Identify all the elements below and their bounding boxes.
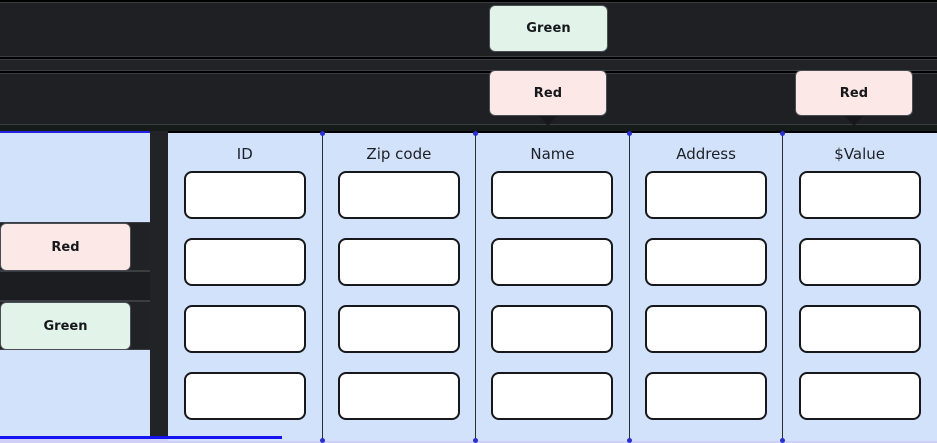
column-divider-handle-top[interactable]: [626, 131, 632, 136]
dark-stripe-row-4: [0, 125, 937, 131]
column-cells: [337, 171, 460, 420]
input-cell[interactable]: [798, 171, 921, 219]
input-cell[interactable]: [645, 238, 768, 286]
input-cell[interactable]: [337, 238, 460, 286]
tooltip-pointer-arrow-right: [845, 116, 863, 126]
form-table: ID Zip code Name: [168, 131, 937, 443]
column-id: ID: [168, 133, 322, 441]
column-value: $Value: [780, 131, 936, 443]
column-header: Name: [530, 145, 575, 163]
input-cell[interactable]: [491, 372, 614, 420]
tooltip-red-center[interactable]: Red: [489, 70, 607, 116]
input-cell[interactable]: [798, 372, 921, 420]
input-cell[interactable]: [645, 305, 768, 353]
tooltip-label: Green: [526, 21, 571, 36]
column-zip-code: Zip code: [319, 131, 476, 443]
tooltip-label: Red: [839, 85, 869, 101]
input-cell[interactable]: [337, 305, 460, 353]
left-panel-dark-row-2: [0, 271, 150, 301]
selection-underline: [0, 436, 282, 439]
column-address: Address: [626, 131, 783, 443]
tooltip-green-left[interactable]: Green: [0, 302, 131, 350]
tooltip-red-right[interactable]: Red: [795, 70, 913, 116]
dark-stripe-row-2: [0, 59, 937, 71]
column-cells: [183, 171, 306, 420]
column-divider-handle-top[interactable]: [780, 131, 786, 136]
column-divider-handle-bottom[interactable]: [626, 438, 632, 443]
input-cell[interactable]: [183, 305, 306, 353]
tooltip-green-top[interactable]: Green: [489, 5, 608, 52]
column-divider-handle-top[interactable]: [473, 131, 479, 136]
dark-stripe-row-3: [0, 73, 937, 125]
input-cell[interactable]: [183, 372, 306, 420]
vertical-gutter[interactable]: [150, 131, 168, 439]
input-cell[interactable]: [491, 171, 614, 219]
input-cell[interactable]: [337, 171, 460, 219]
input-cell[interactable]: [645, 171, 768, 219]
tooltip-label: Green: [43, 318, 88, 334]
input-cell[interactable]: [183, 238, 306, 286]
input-cell[interactable]: [798, 238, 921, 286]
input-cell[interactable]: [645, 372, 768, 420]
column-divider-handle-bottom[interactable]: [780, 438, 786, 443]
tooltip-label: Red: [533, 85, 563, 101]
bottom-strip: [0, 439, 937, 443]
input-cell[interactable]: [491, 238, 614, 286]
tooltip-red-left[interactable]: Red: [0, 223, 131, 271]
column-cells: [645, 171, 768, 420]
column-divider-handle-bottom[interactable]: [319, 438, 325, 443]
tooltip-label: Red: [51, 239, 80, 255]
column-divider-handle-top[interactable]: [319, 131, 325, 136]
input-cell[interactable]: [337, 372, 460, 420]
column-header: $Value: [834, 145, 886, 163]
column-name: Name: [473, 131, 629, 443]
dark-stripe-row-1: [0, 2, 937, 57]
column-cells: [491, 171, 614, 420]
column-header: ID: [236, 145, 253, 163]
column-cells: [798, 171, 921, 420]
input-cell[interactable]: [183, 171, 306, 219]
column-header: Zip code: [366, 145, 432, 163]
tooltip-pointer-arrow-center: [539, 116, 557, 126]
input-cell[interactable]: [491, 305, 614, 353]
input-cell[interactable]: [798, 305, 921, 353]
column-divider-handle-bottom[interactable]: [473, 438, 479, 443]
column-header: Address: [676, 145, 736, 163]
